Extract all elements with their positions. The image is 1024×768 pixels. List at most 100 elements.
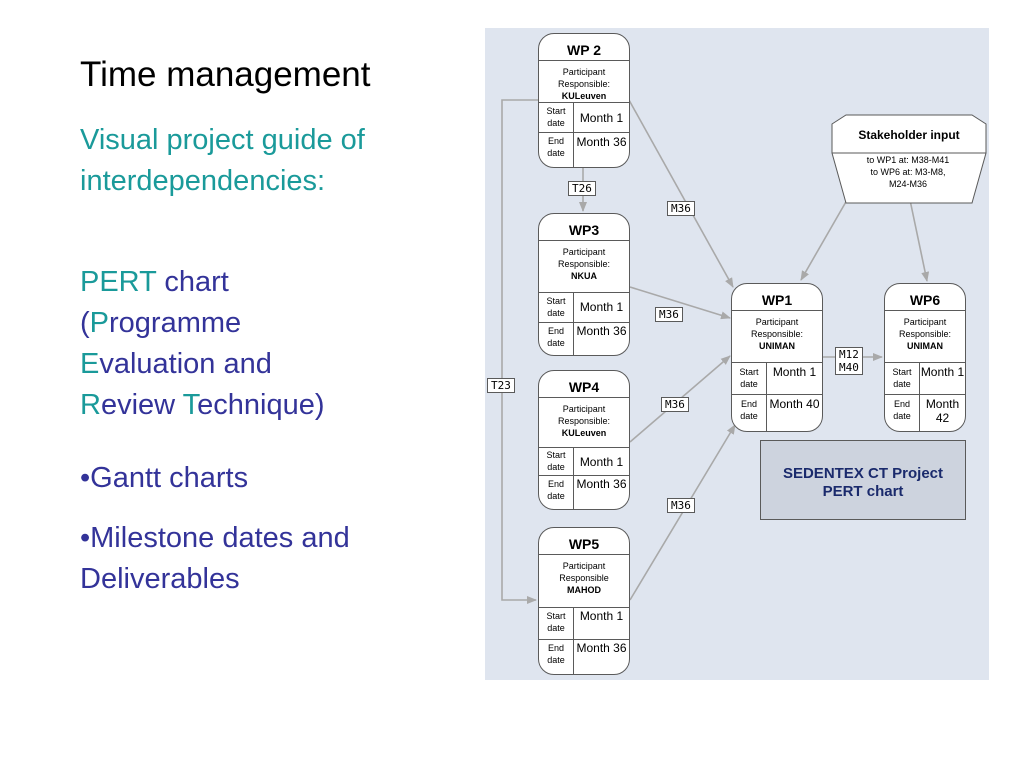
- wp4-end-value: Month 36: [576, 477, 627, 491]
- pert-letter-p: P: [89, 307, 110, 339]
- wp3-start-label: Start date: [546, 296, 566, 318]
- wp1-end-value: Month 40: [769, 397, 820, 411]
- wp1-partner: UNIMAN: [759, 341, 795, 351]
- bullet-milestones: •Milestone dates and Deliverables: [80, 522, 350, 595]
- wp3-responsible-label: Participant Responsible:: [557, 247, 611, 269]
- tag-m12: M12: [839, 348, 859, 361]
- stakeholder-line-3: M24-M36: [888, 179, 927, 189]
- slide-title: Time management: [80, 55, 371, 94]
- wp1-box: WP1 Participant Responsible: UNIMAN Start…: [731, 283, 823, 432]
- wp3-start-value: Month 1: [579, 300, 624, 314]
- wp3-end-label: End date: [547, 326, 565, 348]
- wp1-divider: [732, 310, 822, 311]
- tag-t23: T23: [487, 378, 515, 393]
- pert-letter-t: T: [182, 389, 198, 421]
- pert-technique: echnique): [197, 389, 325, 421]
- wp4-title: WP4: [568, 379, 600, 395]
- wp3-divider: [539, 292, 629, 293]
- pert-definition: PERT chart (Programme Evaluation and Rev…: [80, 262, 400, 426]
- slide-subtitle: Visual project guide of interdependencie…: [80, 124, 365, 197]
- wp3-partner: NKUA: [571, 271, 597, 281]
- tag-m36-wp2: M36: [667, 201, 695, 216]
- wp2-divider: [539, 132, 629, 133]
- tag-m40: M40: [839, 361, 859, 374]
- pert-open-paren: (: [80, 307, 90, 339]
- wp6-title: WP6: [909, 292, 941, 308]
- stakeholder-line-2: to WP6 at: M3-M8,: [870, 167, 946, 177]
- wp4-start-label: Start date: [546, 450, 566, 472]
- wp2-partner: KULeuven: [561, 91, 607, 101]
- wp4-responsible: Participant Responsible: KULeuven: [539, 403, 629, 439]
- diagram-caption: SEDENTEX CT Project PERT chart: [760, 440, 966, 520]
- pert-line-4: Review Technique): [80, 385, 400, 426]
- wp1-divider: [732, 362, 822, 363]
- tag-t26: T26: [568, 181, 596, 196]
- wp1-start-value: Month 1: [772, 365, 817, 379]
- wp2-responsible-label: Participant Responsible:: [557, 67, 611, 89]
- wp6-column-divider: [919, 362, 920, 431]
- wp2-title: WP 2: [567, 42, 601, 58]
- wp2-divider: [539, 102, 629, 103]
- wp6-responsible: Participant Responsible: UNIMAN: [885, 316, 965, 352]
- wp5-divider: [539, 639, 629, 640]
- wp4-start-value: Month 1: [579, 455, 624, 469]
- wp5-responsible-label: Participant Responsible: [559, 561, 609, 583]
- pert-line-1-text: chart: [156, 266, 229, 298]
- wp3-responsible: Participant Responsible: NKUA: [539, 246, 629, 282]
- wp5-divider: [539, 554, 629, 555]
- wp3-column-divider: [573, 292, 574, 355]
- wp4-responsible-label: Participant Responsible:: [557, 404, 611, 426]
- wp2-start-value: Month 1: [579, 111, 624, 125]
- wp5-end-label: End date: [547, 643, 565, 665]
- wp5-start-label: Start date: [546, 611, 566, 633]
- wp5-start-value: Month 1: [579, 609, 624, 623]
- wp6-responsible-label: Participant Responsible:: [898, 317, 952, 339]
- pert-line-1: PERT chart: [80, 262, 400, 303]
- wp1-end-label: End date: [740, 399, 758, 421]
- wp4-partner: KULeuven: [561, 428, 607, 438]
- wp2-responsible: Participant Responsible: KULeuven: [539, 66, 629, 102]
- wp5-title: WP5: [568, 536, 600, 552]
- wp4-divider: [539, 397, 629, 398]
- pert-programme: rogramme: [109, 307, 242, 339]
- wp6-start-label: Start date: [892, 367, 912, 389]
- bullet-gantt-charts: •Gantt charts: [80, 462, 249, 494]
- pert-line-3: Evaluation and: [80, 344, 400, 385]
- wp3-end-value: Month 36: [576, 324, 627, 338]
- pert-acronym: PERT: [80, 266, 157, 298]
- wp3-divider: [539, 240, 629, 241]
- tag-m36-wp4: M36: [661, 397, 689, 412]
- wp1-column-divider: [766, 362, 767, 431]
- wp4-divider: [539, 447, 629, 448]
- wp1-title: WP1: [761, 292, 793, 308]
- stakeholder-details: to WP1 at: M38-M41 to WP6 at: M3-M8, M24…: [838, 154, 978, 190]
- wp6-box: WP6 Participant Responsible: UNIMAN Start…: [884, 283, 966, 432]
- pert-letter-e: E: [80, 348, 100, 380]
- wp5-partner: MAHOD: [567, 585, 601, 595]
- wp3-box: WP3 Participant Responsible: NKUA Start d…: [538, 213, 630, 356]
- wp3-title: WP3: [568, 222, 600, 238]
- wp2-start-label: Start date: [546, 106, 566, 128]
- wp6-divider: [885, 310, 965, 311]
- wp4-box: WP4 Participant Responsible: KULeuven Sta…: [538, 370, 630, 510]
- wp1-start-label: Start date: [739, 367, 759, 389]
- wp2-divider: [539, 60, 629, 61]
- wp2-column-divider: [573, 102, 574, 167]
- wp1-responsible: Participant Responsible: UNIMAN: [732, 316, 822, 352]
- wp2-end-label: End date: [547, 136, 565, 158]
- wp3-divider: [539, 322, 629, 323]
- pert-line-2: (Programme: [80, 303, 400, 344]
- wp6-partner: UNIMAN: [907, 341, 943, 351]
- wp4-end-label: End date: [547, 479, 565, 501]
- wp5-column-divider: [573, 607, 574, 674]
- tag-m36-wp3: M36: [655, 307, 683, 322]
- wp6-end-label: End date: [893, 399, 911, 421]
- pert-review: eview: [100, 389, 183, 421]
- wp6-end-value: Month 42: [925, 397, 960, 425]
- wp5-divider: [539, 607, 629, 608]
- wp1-responsible-label: Participant Responsible:: [750, 317, 804, 339]
- wp5-end-value: Month 36: [576, 641, 627, 655]
